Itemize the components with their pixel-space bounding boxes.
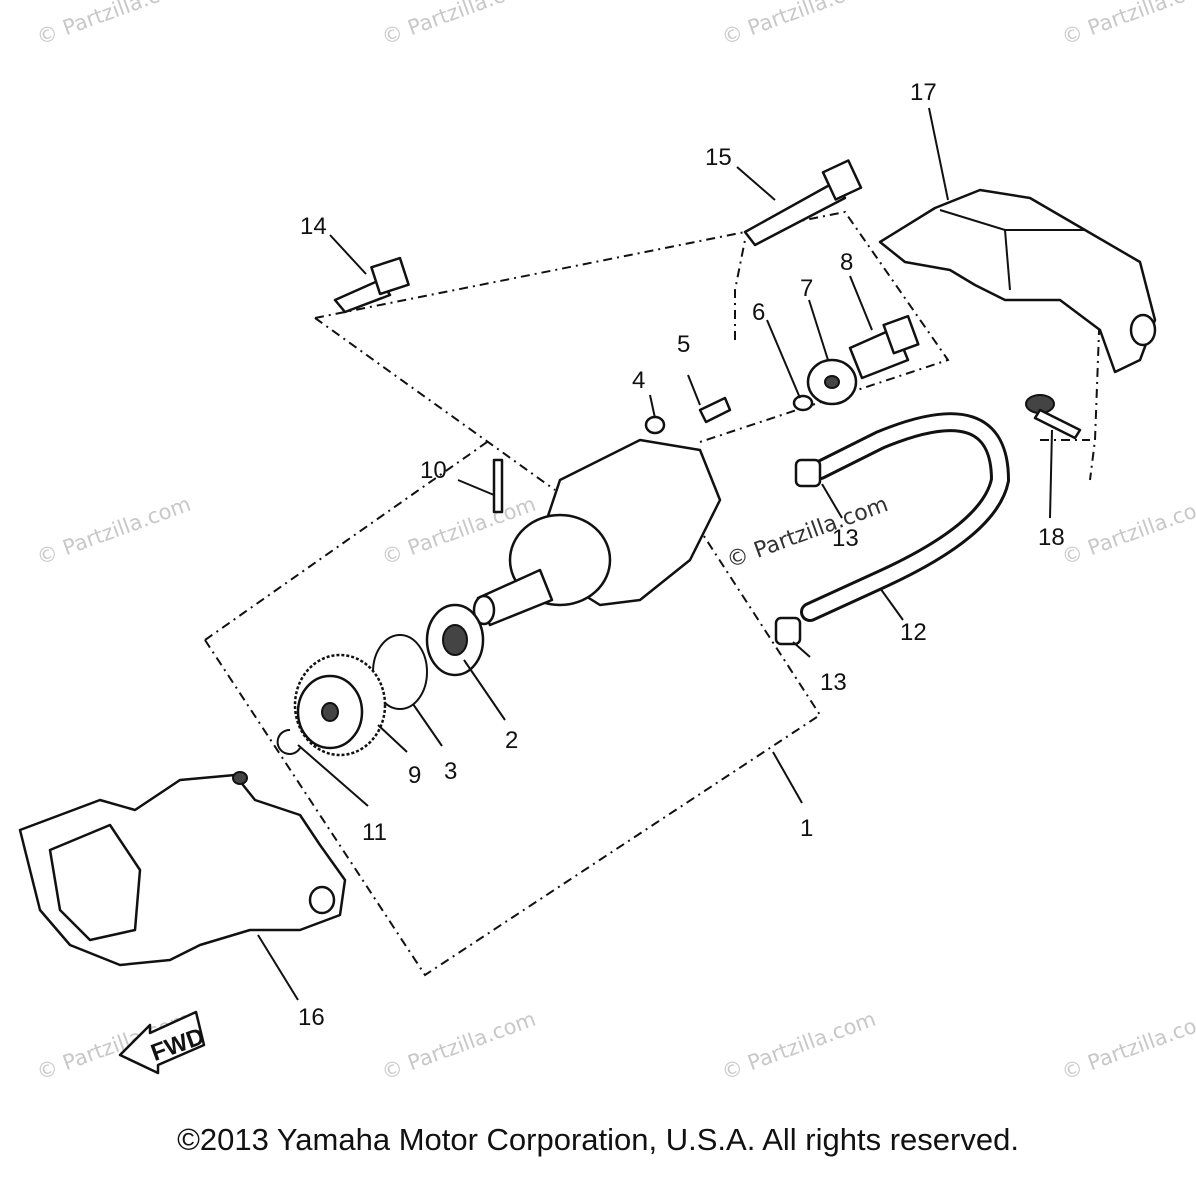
hose-12 (800, 412, 1011, 622)
clamps-13 (774, 458, 822, 646)
clip-11 (276, 728, 301, 755)
bracket-17 (878, 188, 1157, 374)
watermark: © Partzilla.com (719, 1007, 879, 1085)
screw-18 (1025, 394, 1082, 440)
callout-10: 10 (420, 457, 447, 484)
callout-2: 2 (505, 727, 518, 754)
seal-2 (425, 603, 485, 677)
watermark-center: © Partzilla.com (724, 492, 892, 574)
watermark: © Partzilla.com (34, 492, 194, 570)
callout-1: 1 (800, 815, 813, 842)
callout-18: 18 (1038, 524, 1065, 551)
bolt-15 (743, 159, 863, 247)
callout-6: 6 (752, 299, 765, 326)
callout-4: 4 (632, 367, 645, 394)
callout-7: 7 (800, 275, 813, 302)
small-parts-4-5-6 (644, 394, 814, 435)
watermark: © Partzilla.com (379, 1007, 539, 1085)
watermark: © Partzilla.com (379, 0, 539, 50)
callout-13b: 13 (820, 669, 847, 696)
bolt-14 (333, 256, 410, 314)
watermark: © Partzilla.com (1059, 492, 1196, 570)
housing-16 (18, 771, 347, 967)
callout-8: 8 (840, 249, 853, 276)
callout-5: 5 (677, 331, 690, 358)
gear-9 (293, 653, 387, 757)
leader-lines (257, 107, 1053, 1001)
callout-14: 14 (300, 213, 327, 240)
callout-9: 9 (408, 762, 421, 789)
callout-13a: 13 (832, 525, 859, 552)
pin-10 (492, 458, 504, 514)
callout-12: 12 (900, 619, 927, 646)
callout-17: 17 (910, 79, 937, 106)
callout-11: 11 (362, 819, 387, 846)
callout-3: 3 (444, 758, 457, 785)
watermark: © Partzilla.com (34, 0, 194, 50)
callout-labels: 1 2 3 4 5 6 7 8 9 10 11 12 13 13 14 15 1… (298, 79, 1065, 1031)
watermark: © Partzilla.com (1059, 0, 1196, 50)
callout-16: 16 (298, 1004, 325, 1031)
oil-pump-1 (472, 438, 722, 627)
assembly-outline (204, 210, 1101, 977)
copyright-notice: ©2013 Yamaha Motor Corporation, U.S.A. A… (177, 1122, 1019, 1157)
watermark: © Partzilla.com (719, 0, 879, 50)
washer-7 (806, 358, 858, 406)
bolt-8 (848, 314, 920, 380)
watermark: © Partzilla.com (1059, 1007, 1196, 1085)
callout-15: 15 (705, 144, 732, 171)
